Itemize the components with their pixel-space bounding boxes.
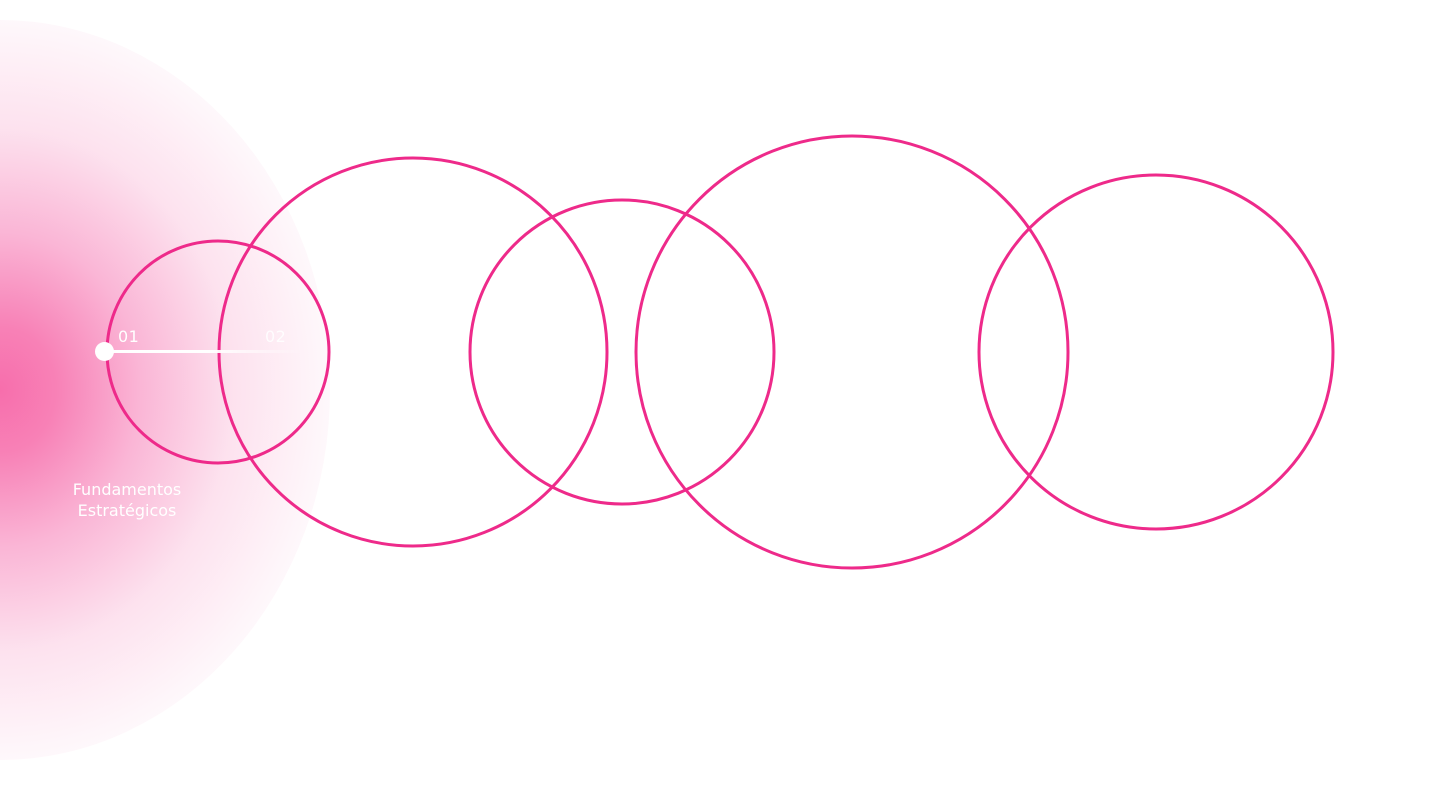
step-label-01: Fundamentos Estratégicos [50, 479, 204, 521]
timeline-active-dot[interactable] [95, 342, 114, 361]
circle-5[interactable] [977, 173, 1335, 531]
circle-4[interactable] [634, 134, 1070, 570]
timeline-line [103, 350, 303, 353]
step-label-line1: Fundamentos [72, 480, 182, 499]
step-label-line2: Estratégicos [77, 501, 177, 520]
timeline: 01 02 [95, 326, 315, 366]
step-number-01[interactable]: 01 [118, 327, 140, 346]
step-number-02[interactable]: 02 [265, 327, 287, 346]
circle-3[interactable] [468, 198, 776, 506]
